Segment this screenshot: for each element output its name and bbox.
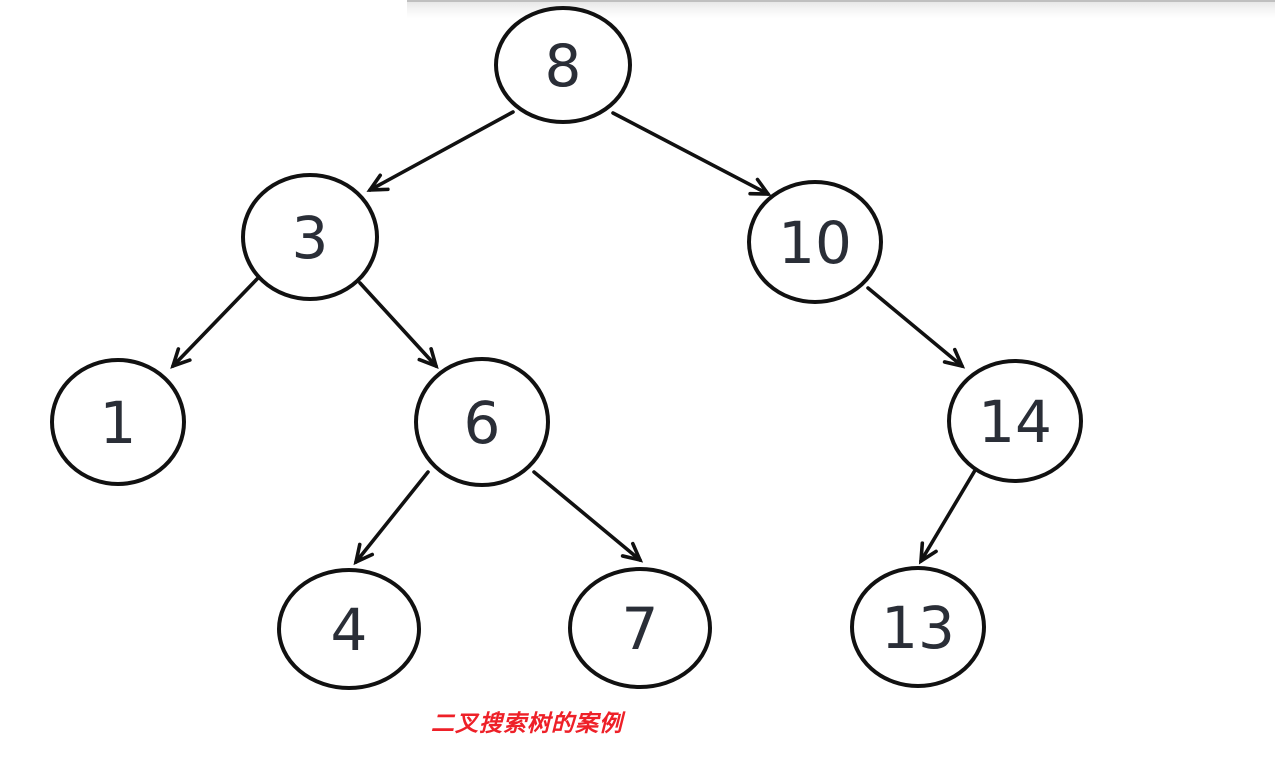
node-circle xyxy=(494,6,632,124)
node-value: 6 xyxy=(464,389,501,457)
tree-node-7: 7 xyxy=(568,567,712,689)
edge-14-13 xyxy=(918,465,979,565)
node-value: 14 xyxy=(978,388,1052,456)
edge-3-6 xyxy=(358,281,439,369)
node-circle xyxy=(747,180,883,304)
tree-node-10: 10 xyxy=(747,180,883,304)
node-circle xyxy=(277,568,421,690)
node-value: 8 xyxy=(545,32,582,100)
node-circle xyxy=(50,358,186,486)
node-circle xyxy=(414,357,550,487)
node-value: 1 xyxy=(100,389,137,457)
node-circle xyxy=(850,566,986,688)
edge-6-7 xyxy=(532,470,644,563)
edge-8-10 xyxy=(611,111,772,196)
node-value: 13 xyxy=(881,594,955,662)
tree-node-4: 4 xyxy=(277,568,421,690)
tree-node-13: 13 xyxy=(850,566,986,688)
diagram-caption: 二叉搜索树的案例 xyxy=(431,710,623,736)
tree-nodes: 8 3 10 1 6 14 xyxy=(50,6,1083,690)
node-circle xyxy=(568,567,712,689)
node-circle xyxy=(241,173,379,301)
tree-node-8: 8 xyxy=(494,6,632,124)
edge-3-1 xyxy=(170,276,260,369)
tree-node-6: 6 xyxy=(414,357,550,487)
node-value: 4 xyxy=(331,596,368,664)
edge-8-3 xyxy=(366,110,515,192)
node-value: 10 xyxy=(778,209,852,277)
tree-edges xyxy=(170,110,979,566)
node-value: 7 xyxy=(622,595,659,663)
tree-node-14: 14 xyxy=(947,359,1083,483)
node-circle xyxy=(947,359,1083,483)
tree-node-1: 1 xyxy=(50,358,186,486)
edge-6-4 xyxy=(353,470,430,566)
tree-node-3: 3 xyxy=(241,173,379,301)
edge-10-14 xyxy=(866,286,966,369)
node-value: 3 xyxy=(292,204,329,272)
window-top-shadow xyxy=(407,0,1275,18)
